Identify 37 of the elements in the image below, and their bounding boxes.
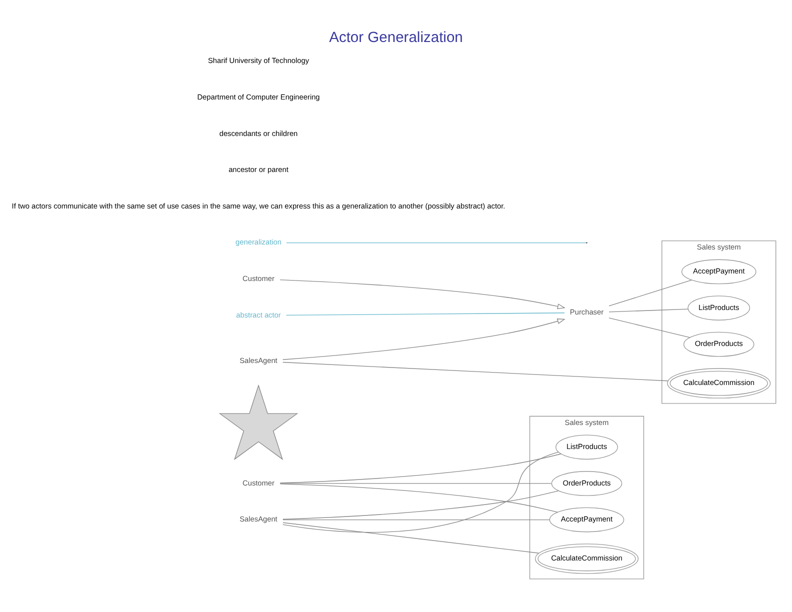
node-ellipse: ListProducts: [556, 434, 618, 460]
label: ancestor or parent: [228, 165, 288, 174]
label: Sharif University of Technology: [208, 56, 310, 66]
connector: [282, 452, 559, 533]
node-text: abstract actor: [236, 310, 281, 320]
connector: [608, 318, 690, 338]
node-text: Customer: [242, 274, 274, 283]
node-ellipse: AcceptPayment: [681, 259, 756, 284]
diagram-title: Actor Generalization: [329, 30, 463, 46]
connector: [282, 362, 668, 382]
node-text: generalization: [236, 238, 282, 247]
connector: [282, 519, 550, 520]
label: descendants or children: [219, 128, 298, 138]
node-ellipse: AcceptPayment: [549, 507, 624, 532]
connector: [282, 490, 559, 520]
node-text: SalesAgent: [240, 356, 278, 366]
arrow: [280, 279, 566, 310]
connector: [282, 522, 540, 554]
connector: [280, 454, 562, 484]
connector: [608, 308, 689, 312]
node-text: Purchaser: [570, 308, 604, 317]
node-ellipse: CalculateCommission: [667, 368, 771, 398]
node-star: [218, 384, 298, 460]
node-ellipse: ListProducts: [688, 296, 750, 320]
label: If two actors communicate with the same set of use cases in the same way, we can express this as a generalization to another (possibly abstract) actor.: [12, 201, 506, 210]
label: Department of Computer Engineering: [197, 92, 320, 102]
connector: [280, 484, 558, 513]
connector: [608, 280, 692, 306]
node-ellipse: OrderProducts: [551, 471, 622, 496]
connector: [280, 483, 552, 484]
node-ellipse: OrderProducts: [683, 332, 754, 357]
connector: [286, 312, 565, 316]
node-text: Customer: [242, 478, 274, 488]
node-ellipse: CalculateCommission: [534, 544, 639, 574]
arrow: [282, 318, 566, 360]
node-text: SalesAgent: [240, 514, 278, 524]
connector: [286, 242, 586, 244]
